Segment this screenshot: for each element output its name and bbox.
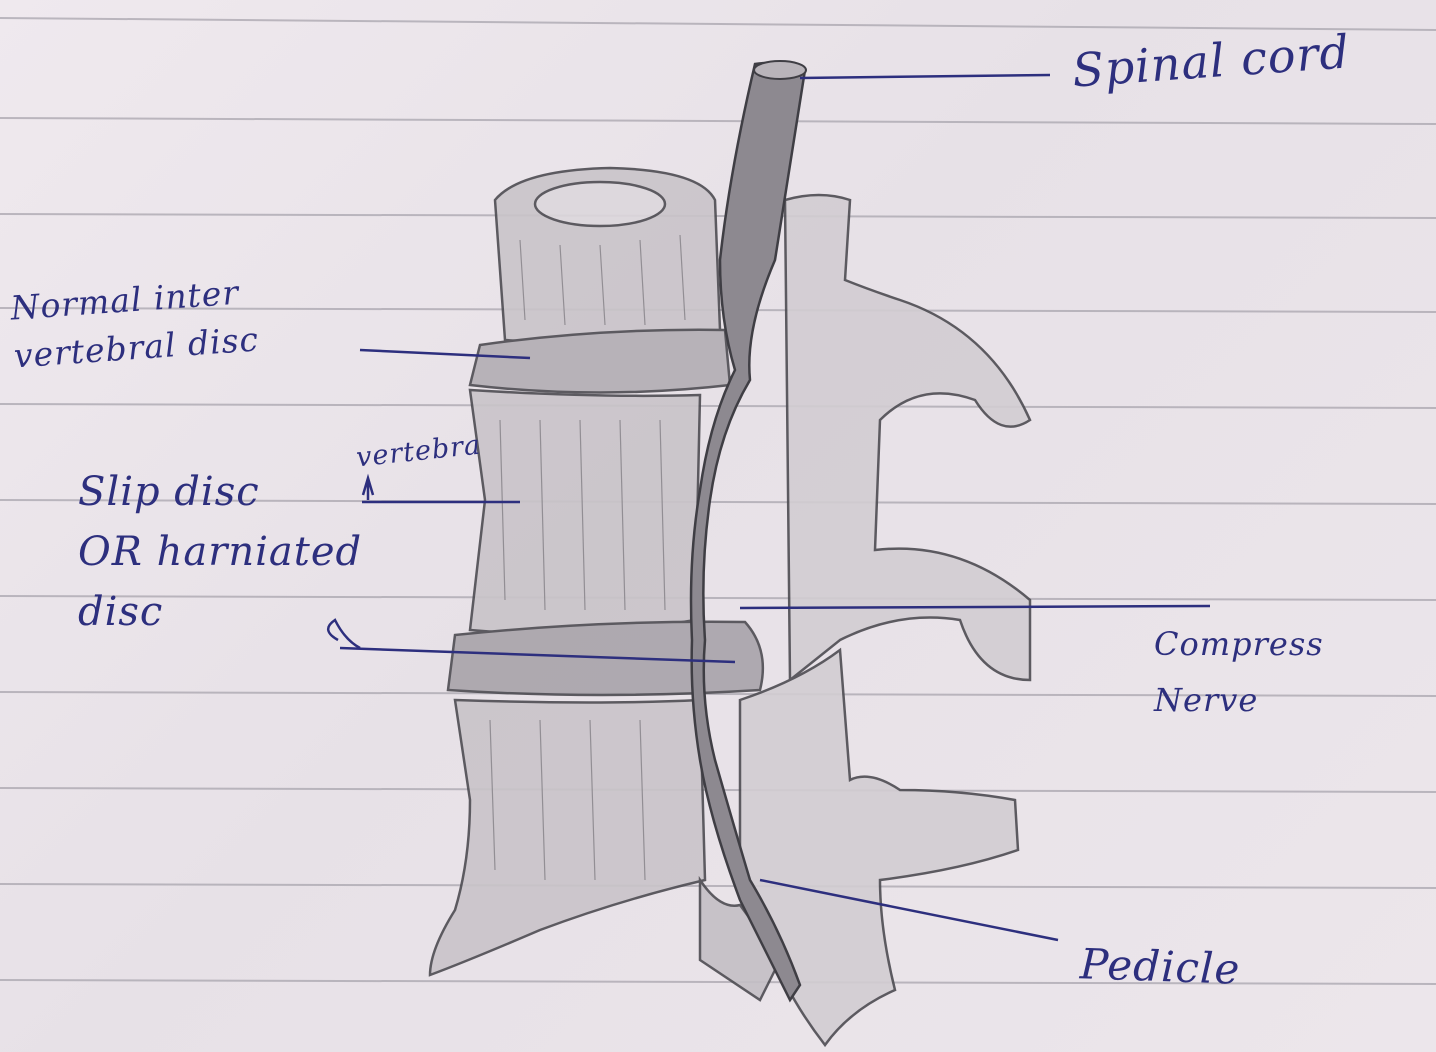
label-normal-disc: Normal inter vertebral disc — [9, 268, 261, 381]
label-slip-disc: Slip disc OR harniated disc — [78, 462, 362, 642]
label-compress-nerve: Compress Nerve — [1154, 616, 1324, 728]
leader-spinal-cord — [800, 75, 1050, 78]
label-pedicle: Pedicle — [1079, 943, 1241, 991]
spinal-cord-top — [754, 61, 806, 79]
arrow-vertebra — [363, 478, 373, 500]
vertebral-foramen — [535, 182, 665, 226]
lower-vertebra — [430, 700, 705, 975]
